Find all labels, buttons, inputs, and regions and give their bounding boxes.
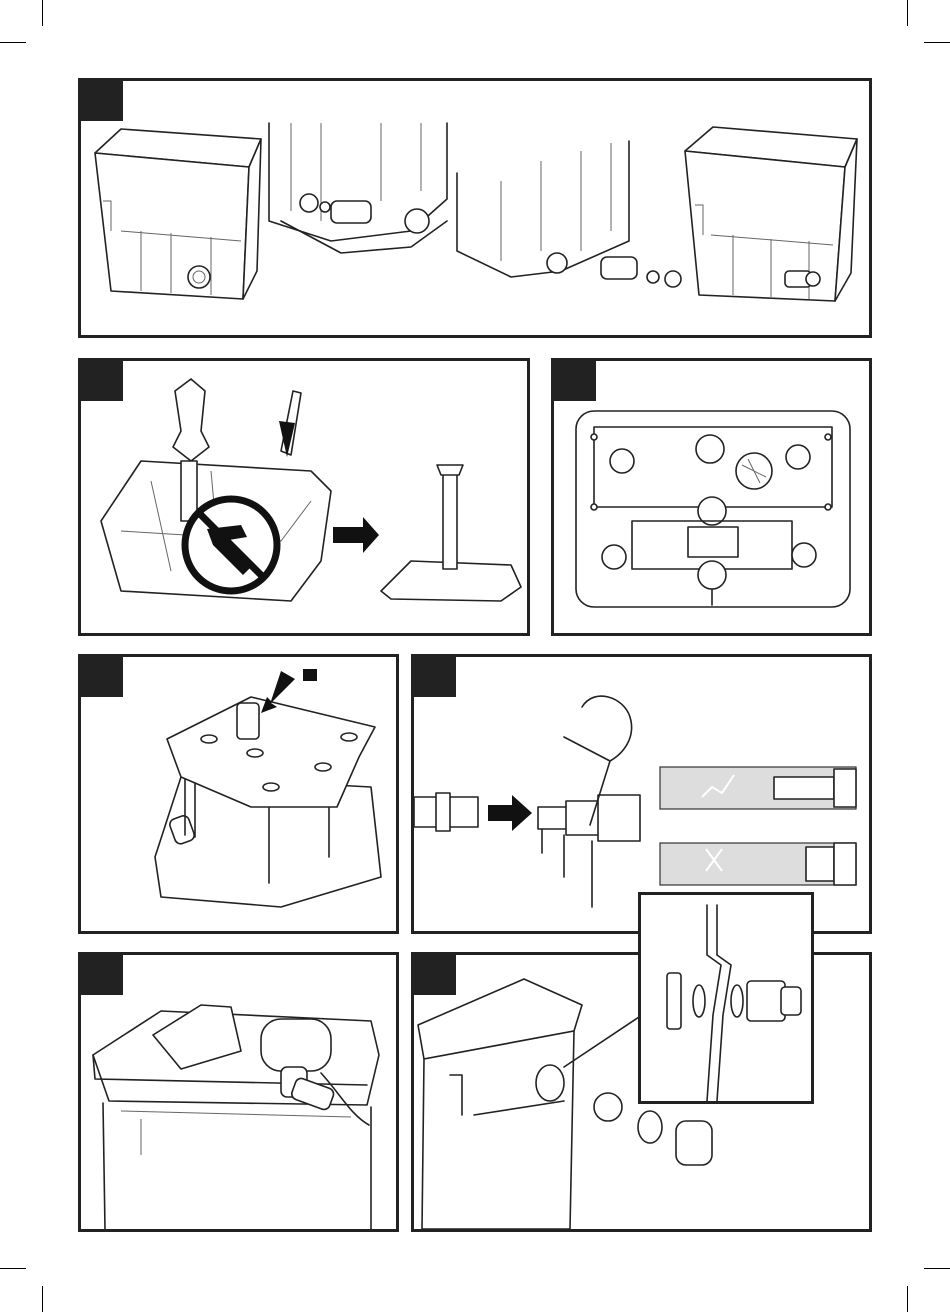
detail-illustration [641,895,811,1101]
filter-box-c [457,141,681,287]
hand [582,696,632,761]
filter-box-b [269,123,447,253]
panel-6 [78,952,399,1232]
panel-3 [551,358,872,636]
detail-inset [638,892,814,1104]
crop-mark [42,1286,43,1312]
panel-4 [78,654,399,934]
panel-6-illustration [81,955,396,1229]
panel-2-illustration [81,361,527,633]
panel-2 [78,358,530,636]
crop-mark [0,1268,26,1269]
arrow-right-icon [488,795,532,831]
crop-mark [907,0,908,26]
panel-1 [78,78,872,338]
crop-mark [907,1286,908,1312]
crop-mark [0,42,26,43]
crop-mark [924,42,950,43]
arrow-right-icon [333,517,379,553]
panel-1-illustration [81,81,869,335]
filter-box-d [685,127,857,301]
panel-4-illustration [81,657,396,931]
crop-mark [924,1268,950,1269]
crop-mark [42,0,43,26]
stand-pipe [173,379,209,461]
panel-3-illustration [554,361,869,633]
filter-box-a [95,129,261,299]
panel-5-illustration [414,657,869,931]
